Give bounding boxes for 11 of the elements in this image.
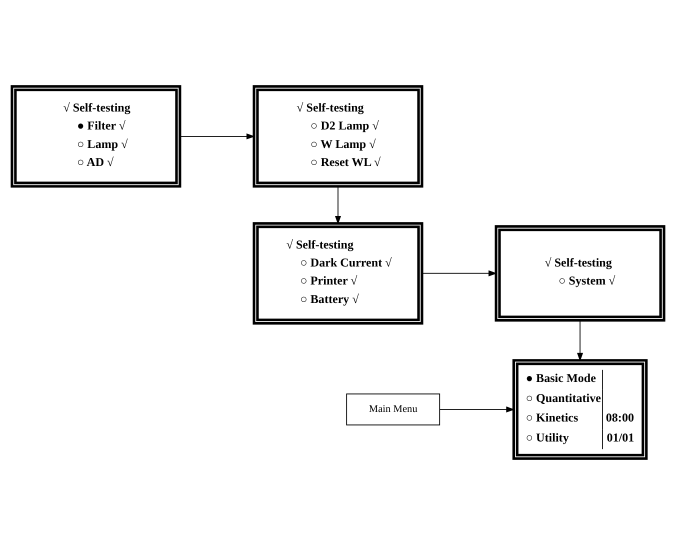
- node-box: ● Basic Mode ○ Quantitative ○ Kinetics 08:00 ○ Utility 01/01: [512, 359, 648, 460]
- node-box: √ Self-testing ● Filter √ ○ Lamp √ ○ AD √: [10, 85, 182, 188]
- node-box: √ Self-testing ○ D2 Lamp √ ○ W Lamp √ ○ Reset WL √: [252, 85, 424, 188]
- arrow: [334, 186, 342, 225]
- arrow: [439, 406, 515, 412]
- arrow: [422, 270, 498, 276]
- arrow: [180, 133, 256, 140]
- node-box: √ Self-testing ○ System √: [494, 225, 666, 322]
- arrow: [577, 320, 584, 362]
- node-box: Main Menu: [346, 394, 440, 426]
- node-box: √ Self-testing ○ Dark Current √ ○ Printer √ ○ Battery √: [252, 222, 424, 325]
